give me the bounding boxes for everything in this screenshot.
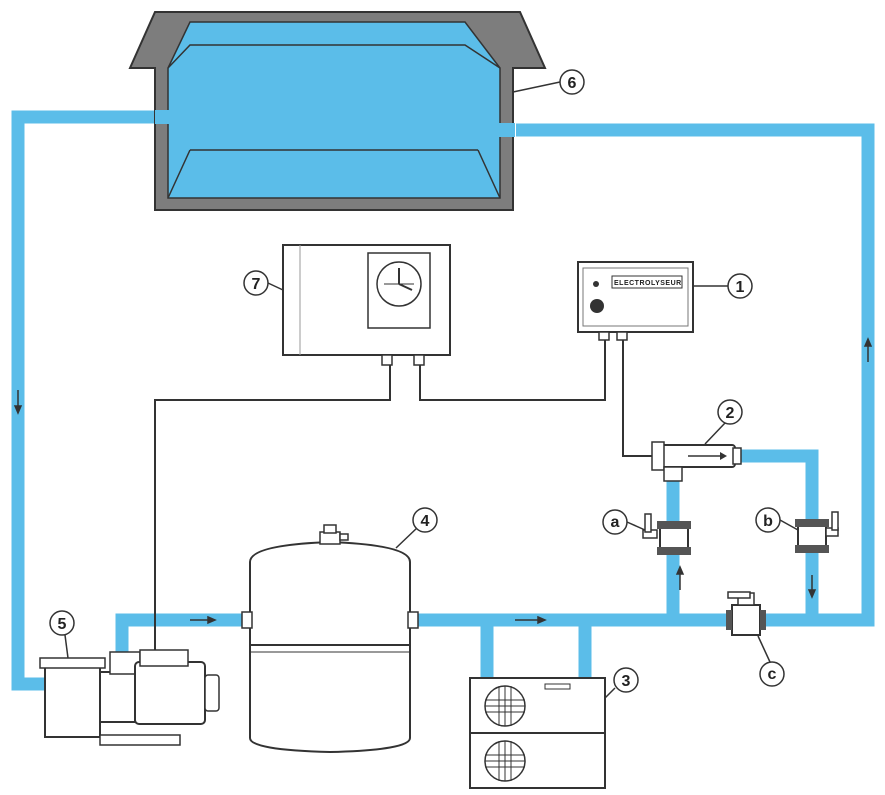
filtration-pump: [39, 649, 220, 746]
pool-inner-edge: [167, 44, 501, 69]
pipe-pool-to-pump: [11, 110, 160, 691]
arrow-down-icon: [13, 390, 23, 415]
callout-b-label: b: [763, 513, 773, 530]
sand-filter: [241, 524, 419, 754]
arrow-right-icon: [515, 615, 547, 625]
callout-b: [755, 507, 781, 533]
valve-a[interactable]: [642, 513, 691, 555]
valve-c[interactable]: [726, 591, 766, 636]
callouts: [49, 69, 799, 699]
callout-4: [412, 507, 438, 533]
arrow-up-icon: [863, 337, 873, 362]
cable-timer-to-electrolyser: [419, 335, 606, 401]
control-cables: [154, 335, 655, 652]
callout-1-label: 1: [736, 279, 745, 296]
pool-corner-left: [167, 149, 191, 199]
indicator-light-icon: [593, 281, 599, 287]
electrolyser-body: [577, 261, 694, 333]
flow-arrows: [13, 337, 873, 625]
electrolyser-label-plate: [611, 275, 683, 289]
callout-7-label: 7: [252, 276, 261, 293]
callout-6: [559, 69, 585, 95]
arrow-right-icon: [190, 615, 217, 625]
callout-7: [243, 270, 269, 296]
pool: [128, 11, 547, 211]
callout-5-label: 5: [58, 616, 67, 633]
callout-2: [717, 399, 743, 425]
pipe-bypass-top: [735, 449, 819, 620]
callout-c-label: c: [768, 666, 777, 683]
callout-a: [602, 509, 628, 535]
pump-motor: [134, 661, 206, 725]
callout-1: [727, 273, 753, 299]
callout-3-label: 3: [622, 673, 631, 690]
callout-c: [759, 661, 785, 687]
callout-labels: 6 7 1 2 a b 4 5 3 c: [58, 75, 777, 690]
arrow-down-icon: [807, 575, 817, 599]
cable-timer-to-pump: [154, 362, 391, 652]
heat-pump: [469, 677, 606, 789]
timer-control-box: [282, 244, 451, 366]
pipe-filter-to-right: [410, 123, 875, 627]
cable-electrolyser-to-cell: [622, 335, 655, 457]
electrolysis-cell: [651, 441, 742, 482]
dial-knob-icon: [590, 299, 604, 313]
callout-5: [49, 610, 75, 636]
pool-water: [167, 21, 501, 199]
callout-2-label: 2: [726, 405, 735, 422]
pool-inlet-port-left: [155, 110, 169, 124]
pump-prefilter: [44, 661, 101, 738]
pool-corner-right: [477, 149, 501, 199]
arrow-up-icon: [675, 565, 685, 590]
filter-tank-body: [249, 540, 411, 754]
electrolyser-unit: ELECTROLYSEUR: [577, 261, 694, 341]
callout-4-label: 4: [421, 513, 430, 530]
pool-inlet-port-right: [499, 123, 515, 137]
callout-a-label: a: [611, 514, 620, 531]
electrolyser-panel-label: ELECTROLYSEUR: [614, 280, 682, 287]
callout-6-label: 6: [568, 75, 577, 92]
callout-3: [613, 667, 639, 693]
valve-b[interactable]: [795, 511, 839, 553]
